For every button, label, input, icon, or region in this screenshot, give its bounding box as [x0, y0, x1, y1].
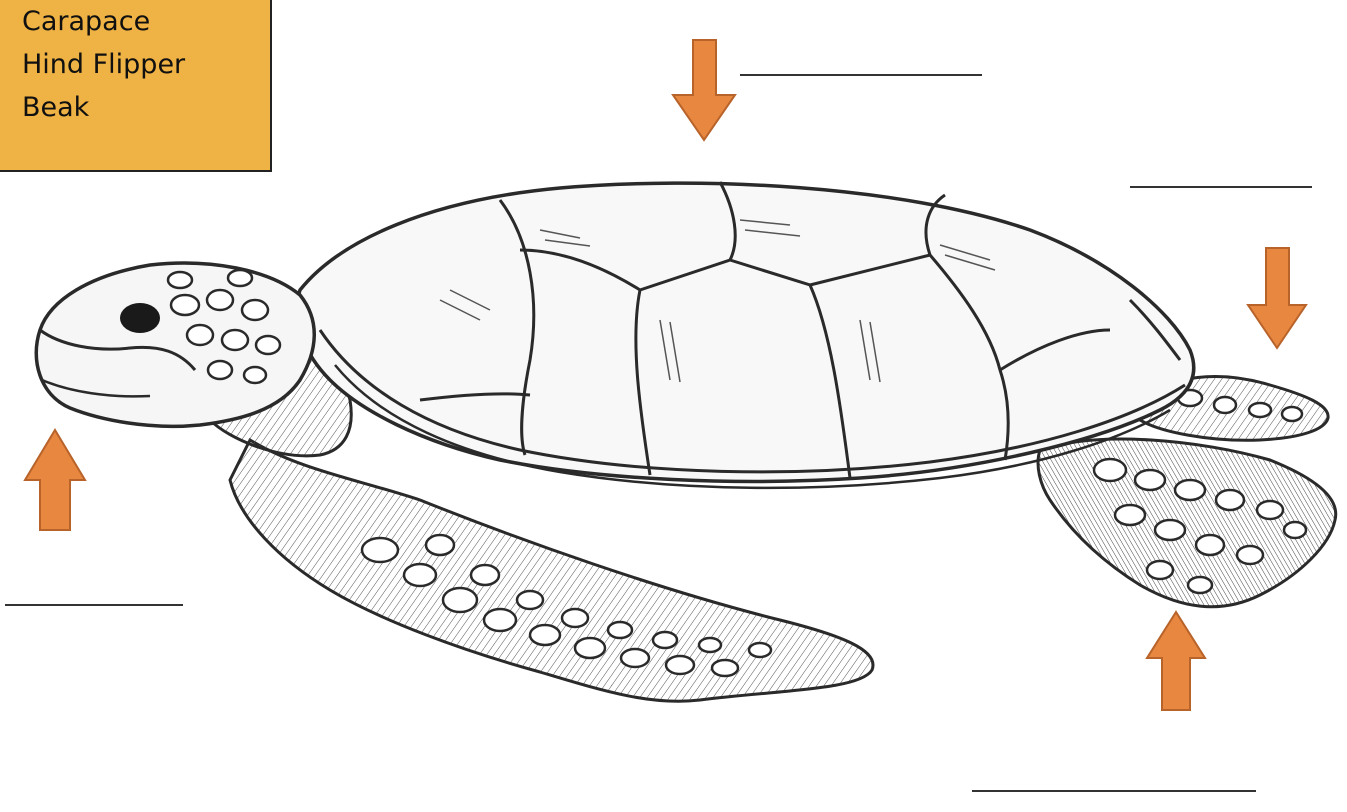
blank-right-upper[interactable] — [1130, 186, 1312, 188]
blank-left[interactable] — [5, 604, 183, 606]
carapace-shell — [297, 182, 1194, 488]
blank-bottom-right[interactable] — [972, 790, 1256, 792]
eye — [120, 303, 160, 333]
arrow-tail-flipper — [1248, 248, 1306, 348]
arrow-hind-flipper — [1147, 612, 1205, 710]
turtle-head — [36, 263, 314, 426]
blank-top[interactable] — [740, 74, 982, 76]
arrow-beak — [25, 430, 85, 530]
rear-flipper — [1038, 439, 1336, 607]
arrow-carapace — [673, 40, 735, 140]
